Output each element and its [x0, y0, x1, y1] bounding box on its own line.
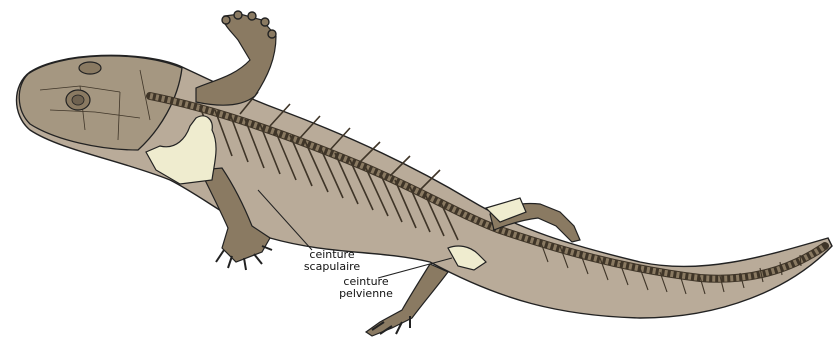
orbit-right	[79, 62, 101, 74]
label-pelvic-girdle: ceinture pelvienne	[334, 276, 398, 300]
orbit-left-inner	[72, 95, 84, 105]
front-right-limb	[196, 14, 276, 105]
label-scapular-girdle: ceinture scapulaire	[300, 249, 364, 273]
